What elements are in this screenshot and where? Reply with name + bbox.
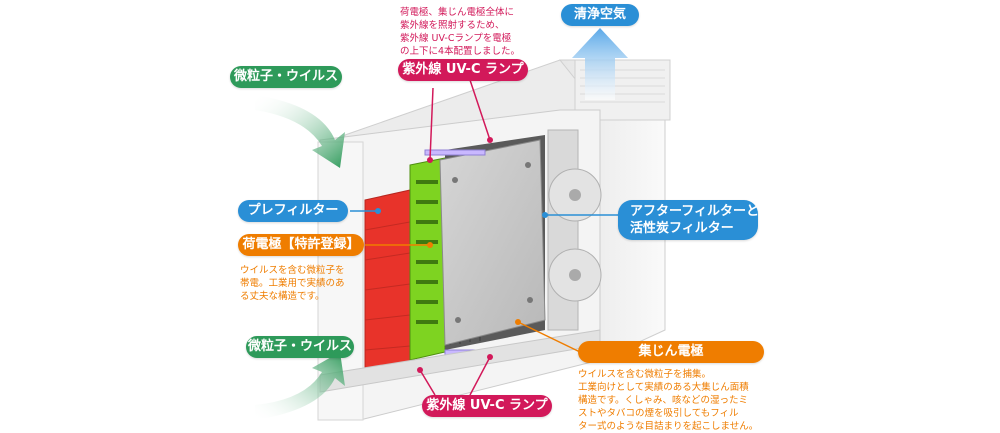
- charge-electrode-green: [409, 157, 446, 361]
- particles-top-label: 微粒子・ウイルス: [230, 66, 342, 88]
- uvc-lamp-bottom-label: 紫外線 UV-C ランプ: [422, 395, 552, 417]
- clean-air-label: 清浄空気: [561, 4, 639, 26]
- uvc-note: 荷電極、集じん電極全体に 紫外線を照射するため、 紫外線 UV-Cランプを電極 …: [400, 7, 521, 57]
- charge-electrode-label: 荷電極【特許登録】: [238, 234, 364, 256]
- particles-bottom-label: 微粒子・ウイルス: [246, 336, 354, 358]
- uv-lamp-top: [424, 149, 486, 156]
- uvc-lamp-top-label: 紫外線 UV-C ランプ: [398, 59, 528, 81]
- airflow-arrow-bottom: [255, 352, 345, 420]
- collector-electrode-label: 集じん電極: [578, 341, 764, 363]
- charge-note: ウイルスを含む微粒子を 帯電。工業用で実績のあ る丈夫な構造です。: [240, 265, 345, 302]
- after-filter-label-line1: アフターフィルターと: [630, 204, 759, 219]
- collector-plate: [439, 139, 546, 346]
- prefilter-red: [364, 189, 411, 373]
- collector-note: ウイルスを含む微粒子を捕集。 工業向けとして実績のある大集じん面積 構造です。く…: [578, 369, 759, 432]
- airflow-arrow-top: [255, 95, 345, 168]
- prefilter-label: プレフィルター: [238, 200, 348, 222]
- after-filter-label: アフターフィルターと 活性炭フィルター: [618, 200, 759, 240]
- clean-air-arrow: [572, 28, 628, 100]
- after-filter-label-line2: 活性炭フィルター: [630, 221, 734, 236]
